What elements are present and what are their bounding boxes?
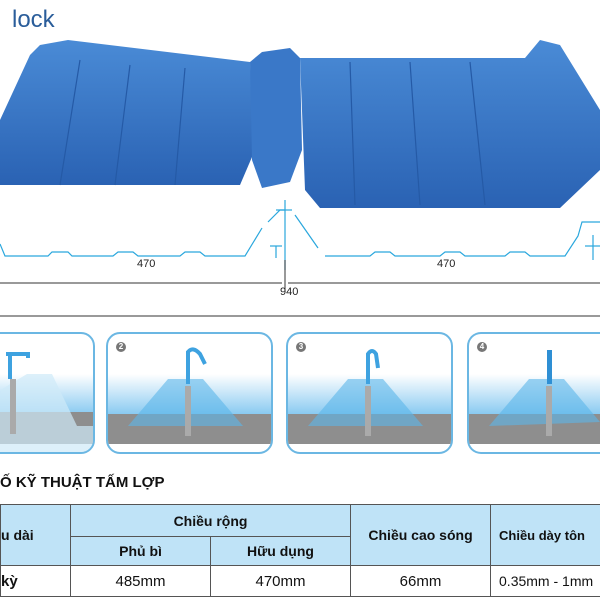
table-row: kỳ 485mm 470mm 66mm 0.35mm - 1mm	[0, 565, 600, 597]
roof-panel-right	[300, 40, 600, 208]
dimension-left-label: 470	[137, 258, 156, 270]
install-step-3: 3	[286, 332, 453, 454]
cell-useful-width: 470mm	[209, 565, 352, 597]
dimension-right-label: 470	[437, 258, 456, 270]
step-number-badge: 2	[116, 342, 126, 352]
install-step-4: 4	[467, 332, 600, 454]
spec-table-title: Ố KỸ THUẬT TẤM LỢP	[0, 474, 165, 491]
cell-thickness: 0.35mm - 1mm	[490, 565, 600, 597]
cell-cover-width: 485mm	[70, 565, 211, 597]
roof-panel-left	[0, 40, 255, 185]
install-step-1	[0, 332, 95, 454]
spec-table: u dài Chiều rộng Chiều cao sóng Chiều dà…	[0, 504, 600, 597]
step-number-badge: 3	[296, 342, 306, 352]
install-step-2: 2	[106, 332, 273, 454]
header-thickness: Chiều dày tôn	[490, 504, 600, 566]
roof-sheet-illustration	[0, 40, 600, 317]
product-title: lock	[12, 6, 55, 33]
dimension-total-label: 940	[280, 286, 299, 298]
cell-length: kỳ	[0, 565, 71, 597]
cell-height: 66mm	[350, 565, 492, 597]
header-cover-width: Phủ bì	[70, 536, 211, 566]
header-height: Chiều cao sóng	[350, 504, 492, 566]
roof-seam	[250, 48, 302, 188]
header-useful-width: Hữu dụng	[209, 536, 352, 566]
profile-line	[0, 200, 600, 270]
header-length: u dài	[0, 504, 71, 566]
step-number-badge: 4	[477, 342, 487, 352]
header-width: Chiều rộng	[69, 504, 352, 537]
